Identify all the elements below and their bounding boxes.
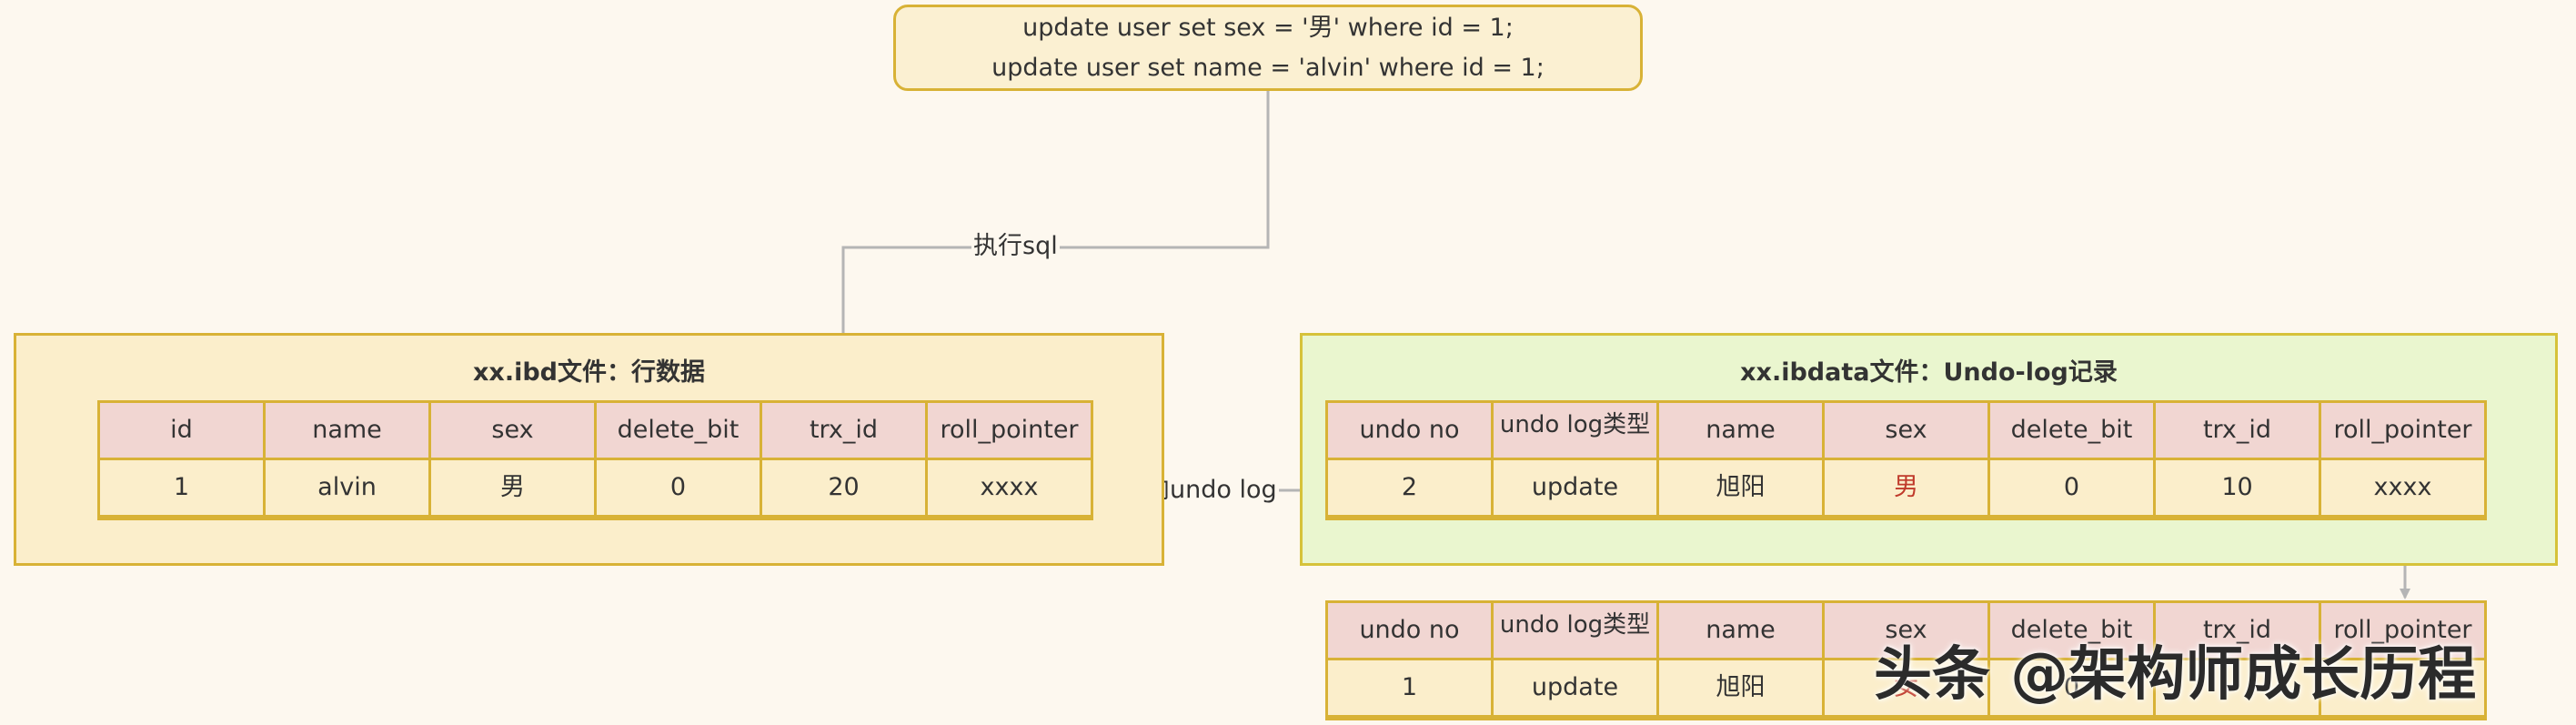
header-cell: delete_bit — [597, 403, 760, 458]
header-cell: delete_bit — [1990, 603, 2153, 658]
data-cell: 1 — [100, 460, 263, 515]
data-cell: xxxx — [928, 460, 1091, 515]
data-cell: 20 — [762, 460, 925, 515]
data-cell: 0 — [1990, 460, 2153, 515]
sql-statements-box: update user set sex = '男' where id = 1; … — [893, 5, 1643, 91]
header-cell: delete_bit — [1990, 403, 2153, 458]
header-cell: id — [100, 403, 263, 458]
header-cell: trx_id — [2156, 603, 2319, 658]
data-cell: update — [1494, 460, 1656, 515]
data-cell: 男 — [431, 460, 594, 515]
header-cell: roll_pointer — [2321, 603, 2484, 658]
undo-log-table-2: undo no undo log类型 name sex delete_bit t… — [1325, 600, 2487, 720]
data-cell — [2321, 660, 2484, 715]
header-cell: undo log类型 — [1494, 403, 1656, 458]
header-cell: undo no — [1328, 403, 1491, 458]
data-cell: 旭阳 — [1659, 660, 1822, 715]
header-cell: sex — [431, 403, 594, 458]
watermark-text: 头条 @架构师成长历程 — [1874, 641, 2477, 709]
header-cell: roll_pointer — [2321, 403, 2484, 458]
data-cell: 0 — [597, 460, 760, 515]
data-cell: update — [1494, 660, 1656, 715]
undo-log-table-1: undo no undo log类型 name sex delete_bit t… — [1325, 400, 2487, 520]
header-cell: roll_pointer — [928, 403, 1091, 458]
header-cell: undo log类型 — [1494, 603, 1656, 658]
header-cell: undo no — [1328, 603, 1491, 658]
sql-line-2: update user set name = 'alvin' where id … — [991, 53, 1545, 82]
header-cell: trx_id — [762, 403, 925, 458]
data-cell — [2156, 660, 2319, 715]
data-cell: 男 — [1825, 460, 1987, 515]
data-cell: 2 — [1328, 460, 1491, 515]
header-cell: name — [1659, 403, 1822, 458]
ibd-row-table: id name sex delete_bit trx_id roll_point… — [97, 400, 1093, 520]
header-cell: sex — [1825, 403, 1987, 458]
ibdata-panel-title: xx.ibdata文件：Undo-log记录 — [1740, 358, 2118, 387]
data-cell: 旭阳 — [1659, 460, 1822, 515]
data-cell: 0 — [1990, 660, 2153, 715]
ibd-panel-title: xx.ibd文件：行数据 — [473, 358, 705, 387]
data-cell: 10 — [2156, 460, 2319, 515]
exec-sql-label: 执行sql — [971, 231, 1060, 262]
data-cell: alvin — [266, 460, 428, 515]
data-cell: xxxx — [2321, 460, 2484, 515]
header-cell: trx_id — [2156, 403, 2319, 458]
header-cell: sex — [1825, 603, 1987, 658]
sql-line-1: update user set sex = '男' where id = 1; — [1022, 13, 1514, 42]
header-cell: name — [1659, 603, 1822, 658]
data-cell: 女 — [1825, 660, 1987, 715]
header-cell: name — [266, 403, 428, 458]
data-cell: 1 — [1328, 660, 1491, 715]
